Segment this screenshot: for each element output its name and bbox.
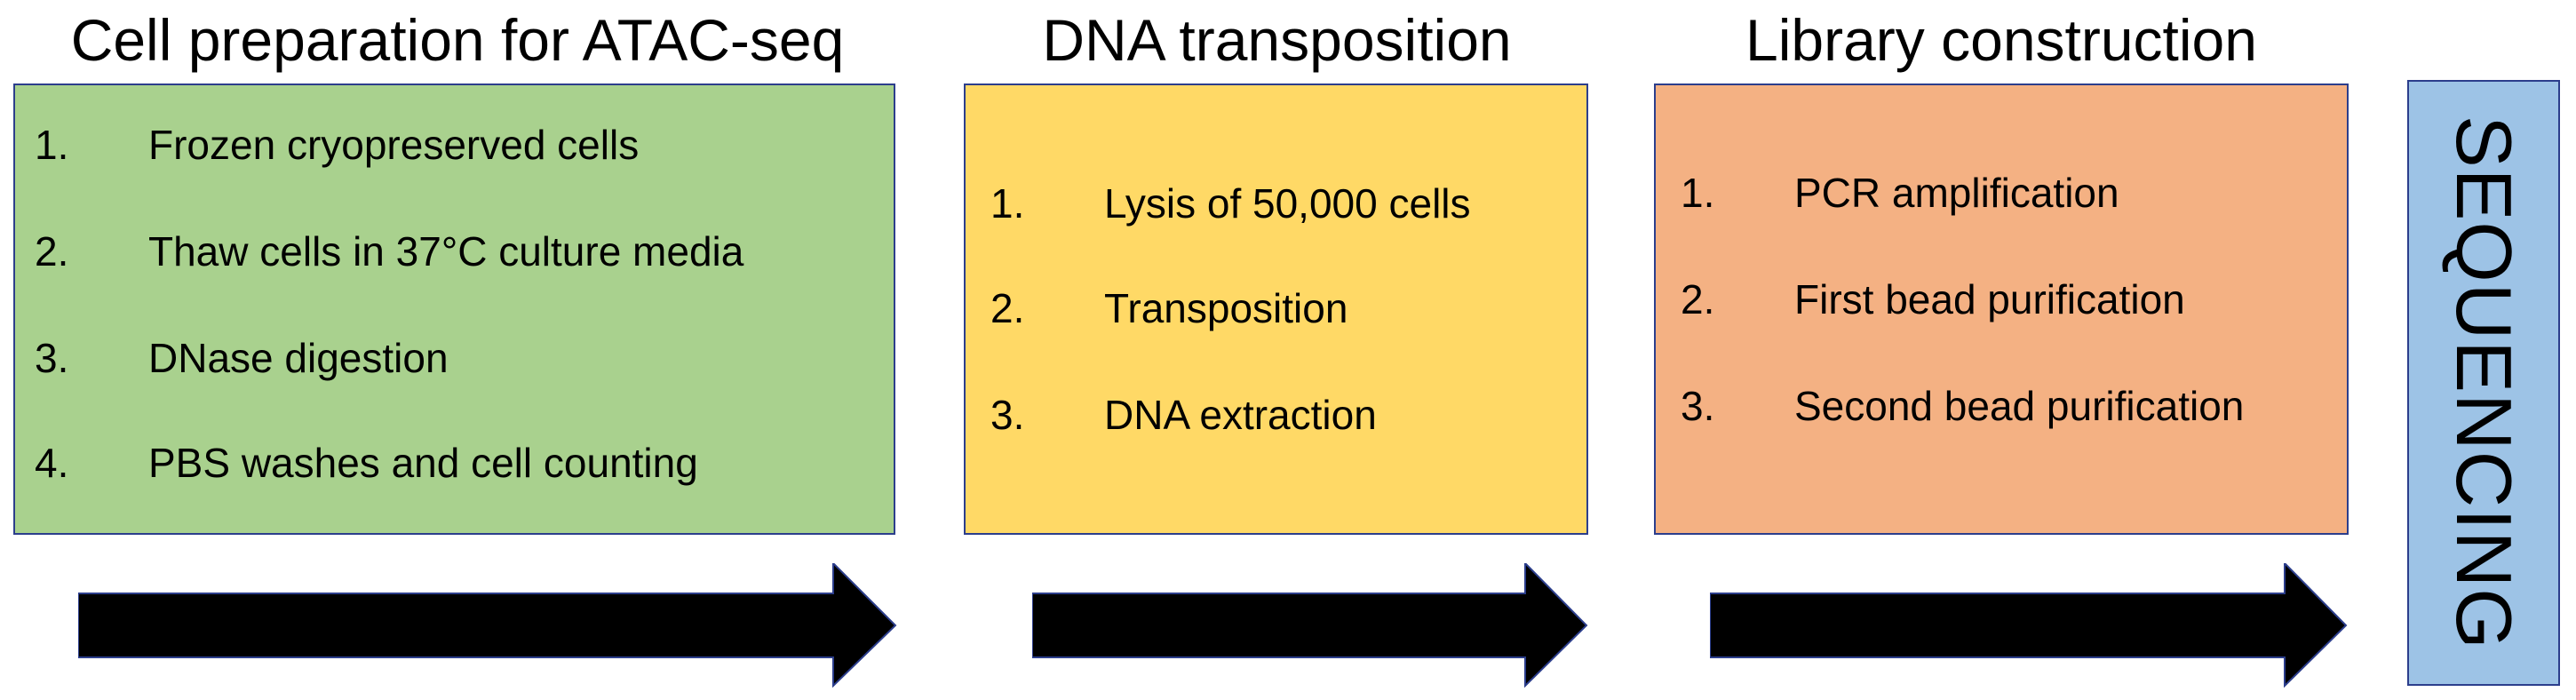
step-item: 3. DNA extraction xyxy=(990,391,1377,439)
step-number: 2. xyxy=(35,228,69,274)
step-item: 1. Frozen cryopreserved cells xyxy=(35,121,639,169)
step-number: 3. xyxy=(990,392,1025,438)
sequencing-label: SEQUENCING xyxy=(2440,115,2528,650)
stage-title-cell-preparation: Cell preparation for ATAC-seq xyxy=(70,7,845,73)
step-text: DNase digestion xyxy=(148,335,449,381)
step-number: 1. xyxy=(35,122,69,168)
step-number: 4. xyxy=(35,440,69,486)
step-text: Second bead purification xyxy=(1794,383,2245,429)
stage-box-library-construction: 1. PCR amplification 2. First bead purif… xyxy=(1654,84,2349,535)
step-item: 3. DNase digestion xyxy=(35,334,449,382)
step-text: Lysis of 50,000 cells xyxy=(1104,180,1471,227)
step-text: PCR amplification xyxy=(1794,170,2119,216)
step-item: 1. Lysis of 50,000 cells xyxy=(990,179,1471,227)
step-text: PBS washes and cell counting xyxy=(148,440,698,486)
step-number: 2. xyxy=(1681,276,1715,322)
step-item: 3. Second bead purification xyxy=(1681,382,2244,430)
stage-title-dna-transposition: DNA transposition xyxy=(1042,7,1512,73)
step-number: 1. xyxy=(1681,170,1715,216)
step-number: 3. xyxy=(1681,383,1715,429)
step-number: 2. xyxy=(990,285,1025,331)
step-text: DNA extraction xyxy=(1104,392,1377,438)
step-text: First bead purification xyxy=(1794,276,2185,322)
step-text: Frozen cryopreserved cells xyxy=(148,122,640,168)
step-number: 1. xyxy=(990,180,1025,227)
step-text: Transposition xyxy=(1104,285,1348,331)
stage-title-library-construction: Library construction xyxy=(1745,7,2257,73)
sequencing-box: SEQUENCING xyxy=(2407,80,2560,686)
step-number: 3. xyxy=(35,335,69,381)
step-text: Thaw cells in 37°C culture media xyxy=(148,228,744,274)
step-item: 2. First bead purification xyxy=(1681,275,2185,323)
arrow-right-icon xyxy=(1710,563,2348,688)
step-item: 4. PBS washes and cell counting xyxy=(35,439,698,487)
step-item: 1. PCR amplification xyxy=(1681,169,2119,217)
step-item: 2. Thaw cells in 37°C culture media xyxy=(35,227,743,275)
stage-box-dna-transposition: 1. Lysis of 50,000 cells 2. Transpositio… xyxy=(964,84,1588,535)
arrow-right-icon xyxy=(1032,563,1588,688)
step-item: 2. Transposition xyxy=(990,284,1348,332)
stage-box-cell-preparation: 1. Frozen cryopreserved cells 2. Thaw ce… xyxy=(13,84,895,535)
arrow-right-icon xyxy=(78,563,897,688)
